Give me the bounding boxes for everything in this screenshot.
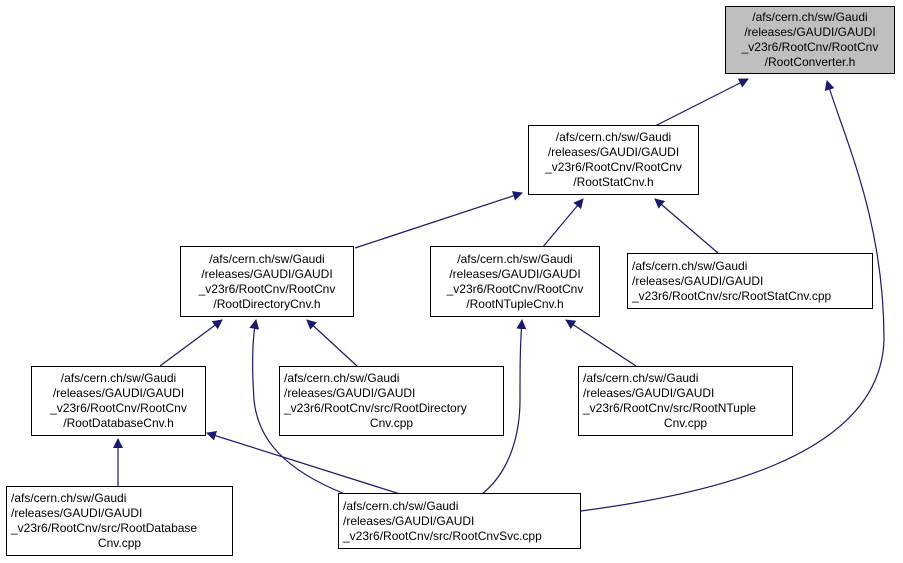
node-root-stat-cnv-cpp[interactable]: /afs/cern.ch/sw/Gaudi /releases/GAUDI/GA… xyxy=(627,253,873,309)
node-root-ntuple-cnv-h[interactable]: /afs/cern.ch/sw/Gaudi /releases/GAUDI/GA… xyxy=(430,246,600,317)
node-root-ntuple-cnv-h-line-1: /afs/cern.ch/sw/Gaudi xyxy=(457,251,573,266)
node-root-stat-cnv-h-line-2: /releases/GAUDI/GAUDI xyxy=(547,145,680,159)
node-root-ntuple-cnv-h-line-2: /releases/GAUDI/GAUDI xyxy=(449,266,581,281)
node-root-converter-h-line-1: /afs/cern.ch/sw/Gaudi xyxy=(752,10,868,24)
edge-rootdirectory-cnv-cpp-to-rootdirectorycnv-h xyxy=(306,319,358,367)
node-root-stat-cnv-cpp-line-3: _v23r6/RootCnv/src/RootStatCnv.cpp xyxy=(632,288,832,303)
edge-rootdatabasecnv-h-to-rootdirectorycnv-h xyxy=(159,319,223,367)
node-root-database-cnv-cpp-line-3: _v23r6/RootCnv/src/RootDatabase xyxy=(11,521,198,535)
node-root-cnv-svc-cpp-line-1: /afs/cern.ch/sw/Gaudi xyxy=(343,498,459,513)
node-root-database-cnv-h-line-3: _v23r6/RootCnv/RootCnv xyxy=(50,401,187,415)
node-root-stat-cnv-cpp-line-2: /releases/GAUDI/GAUDI xyxy=(632,273,764,288)
node-root-converter-h-line-4: /RootConverter.h xyxy=(764,55,856,69)
node-root-ntuple-cnv-h-line-3: _v23r6/RootCnv/RootCnv xyxy=(446,281,584,296)
node-root-database-cnv-cpp[interactable]: /afs/cern.ch/sw/Gaudi /releases/GAUDI/GA… xyxy=(6,486,233,556)
node-root-cnv-svc-cpp-line-2: /releases/GAUDI/GAUDI xyxy=(343,513,475,528)
edge-rootdirectorycnv-h-to-rootstatcnv-h xyxy=(354,191,523,249)
node-root-database-cnv-cpp-line-2: /releases/GAUDI/GAUDI xyxy=(11,506,143,520)
edge-rootntuplecnv-h-to-rootstatcnv-h xyxy=(541,198,584,249)
node-root-stat-cnv-h-line-4: /RootStatCnv.h xyxy=(573,175,654,189)
node-root-directory-cnv-cpp-line-3: _v23r6/RootCnv/src/RootDirectory xyxy=(284,401,467,415)
edge-rootstatcnv-cpp-to-rootstatcnv-h xyxy=(654,198,719,254)
node-root-stat-cnv-h-line-1: /afs/cern.ch/sw/Gaudi xyxy=(555,130,672,144)
node-root-ntuple-cnv-cpp-line-2: /releases/GAUDI/GAUDI xyxy=(583,386,715,400)
node-root-cnv-svc-cpp-line-3: _v23r6/RootCnv/src/RootCnvSvc.cpp xyxy=(343,528,542,543)
node-root-directory-cnv-cpp[interactable]: /afs/cern.ch/sw/Gaudi /releases/GAUDI/GA… xyxy=(279,366,504,436)
node-root-ntuple-cnv-cpp-line-4: Cnv.cpp xyxy=(663,416,708,430)
node-root-database-cnv-cpp-line-4: Cnv.cpp xyxy=(97,536,142,550)
node-root-database-cnv-cpp-line-1: /afs/cern.ch/sw/Gaudi xyxy=(11,491,127,505)
node-root-converter-h-line-3: _v23r6/RootCnv/RootCnv xyxy=(741,40,879,54)
node-root-directory-cnv-h[interactable]: /afs/cern.ch/sw/Gaudi /releases/GAUDI/GA… xyxy=(180,246,354,317)
node-root-cnv-svc-cpp[interactable]: /afs/cern.ch/sw/Gaudi /releases/GAUDI/GA… xyxy=(338,493,581,549)
node-root-stat-cnv-h[interactable]: /afs/cern.ch/sw/Gaudi /releases/GAUDI/GA… xyxy=(528,125,699,195)
node-root-directory-cnv-h-line-3: _v23r6/RootCnv/RootCnv xyxy=(198,281,336,296)
node-root-database-cnv-h-line-4: /RootDatabaseCnv.h xyxy=(63,416,174,430)
node-root-ntuple-cnv-h-line-4: /RootNTupleCnv.h xyxy=(466,296,564,311)
node-root-ntuple-cnv-cpp[interactable]: /afs/cern.ch/sw/Gaudi /releases/GAUDI/GA… xyxy=(578,366,793,436)
edge-rootcnvsvc-cpp-to-rootntuplecnv-h xyxy=(481,319,527,495)
node-root-database-cnv-h-line-2: /releases/GAUDI/GAUDI xyxy=(52,386,185,400)
edge-rootcnvsvc-cpp-to-rootconverter-h xyxy=(580,80,885,512)
node-root-database-cnv-h[interactable]: /afs/cern.ch/sw/Gaudi /releases/GAUDI/GA… xyxy=(31,366,206,436)
edge-rootntuple-cnv-cpp-to-rootntuplecnv-h xyxy=(565,319,637,367)
node-root-directory-cnv-cpp-line-2: /releases/GAUDI/GAUDI xyxy=(284,386,416,400)
node-root-ntuple-cnv-cpp-line-1: /afs/cern.ch/sw/Gaudi xyxy=(583,371,699,385)
node-root-directory-cnv-h-line-4: /RootDirectoryCnv.h xyxy=(213,296,321,311)
node-root-database-cnv-h-line-1: /afs/cern.ch/sw/Gaudi xyxy=(60,371,177,385)
node-root-directory-cnv-cpp-line-1: /afs/cern.ch/sw/Gaudi xyxy=(284,371,400,385)
node-root-directory-cnv-h-line-1: /afs/cern.ch/sw/Gaudi xyxy=(209,251,325,266)
edge-rootcnvsvc-cpp-to-rootdirectorycnv-h xyxy=(249,319,346,495)
edge-rootcnvsvc-cpp-to-rootdatabasecnv-h xyxy=(206,430,401,495)
node-root-ntuple-cnv-cpp-line-3: _v23r6/RootCnv/src/RootNTuple xyxy=(583,401,756,415)
edge-rootstatcnv-h-to-rootconverter-h xyxy=(654,78,749,127)
node-root-stat-cnv-h-line-3: _v23r6/RootCnv/RootCnv xyxy=(545,160,682,174)
node-root-stat-cnv-cpp-line-1: /afs/cern.ch/sw/Gaudi xyxy=(632,258,748,273)
node-root-directory-cnv-cpp-line-4: Cnv.cpp xyxy=(369,416,414,430)
node-root-converter-h[interactable]: /afs/cern.ch/sw/Gaudi /releases/GAUDI/GA… xyxy=(725,6,895,74)
node-root-converter-h-line-2: /releases/GAUDI/GAUDI xyxy=(744,25,876,39)
node-root-directory-cnv-h-line-2: /releases/GAUDI/GAUDI xyxy=(201,266,333,281)
